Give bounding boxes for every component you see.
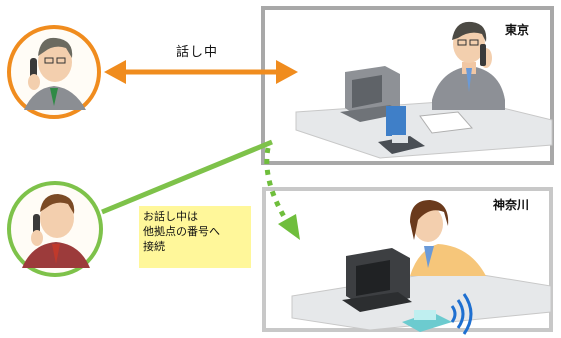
tokyo-phone-icon [378, 135, 425, 154]
kanagawa-office-label: 神奈川 [493, 198, 530, 212]
call-in-progress-arrow [104, 60, 298, 84]
caller-2-avatar [7, 181, 103, 277]
note-line: 他拠点の番号へ [143, 225, 220, 238]
tokyo-computer-icon [340, 66, 405, 122]
kanagawa-woman-figure [410, 200, 486, 276]
tokyo-office-panel [261, 6, 554, 165]
kanagawa-ringing-phone-icon [402, 293, 473, 335]
call-in-progress-label: 話し中 [176, 45, 219, 60]
note-line: お話し中は [143, 210, 198, 223]
forwarding-note: お話し中は 他拠点の番号へ 接続 [139, 206, 251, 268]
tokyo-office-label: 東京 [505, 23, 530, 37]
tokyo-man-figure [432, 21, 505, 110]
note-line: 接続 [143, 240, 165, 253]
kanagawa-computer-icon [342, 248, 412, 312]
tokyo-book-icon [386, 106, 406, 136]
tokyo-paper-icon [419, 111, 473, 134]
caller-1-avatar [7, 25, 101, 119]
kanagawa-office-panel [262, 187, 553, 335]
forwarding-route-arrow [101, 139, 300, 240]
